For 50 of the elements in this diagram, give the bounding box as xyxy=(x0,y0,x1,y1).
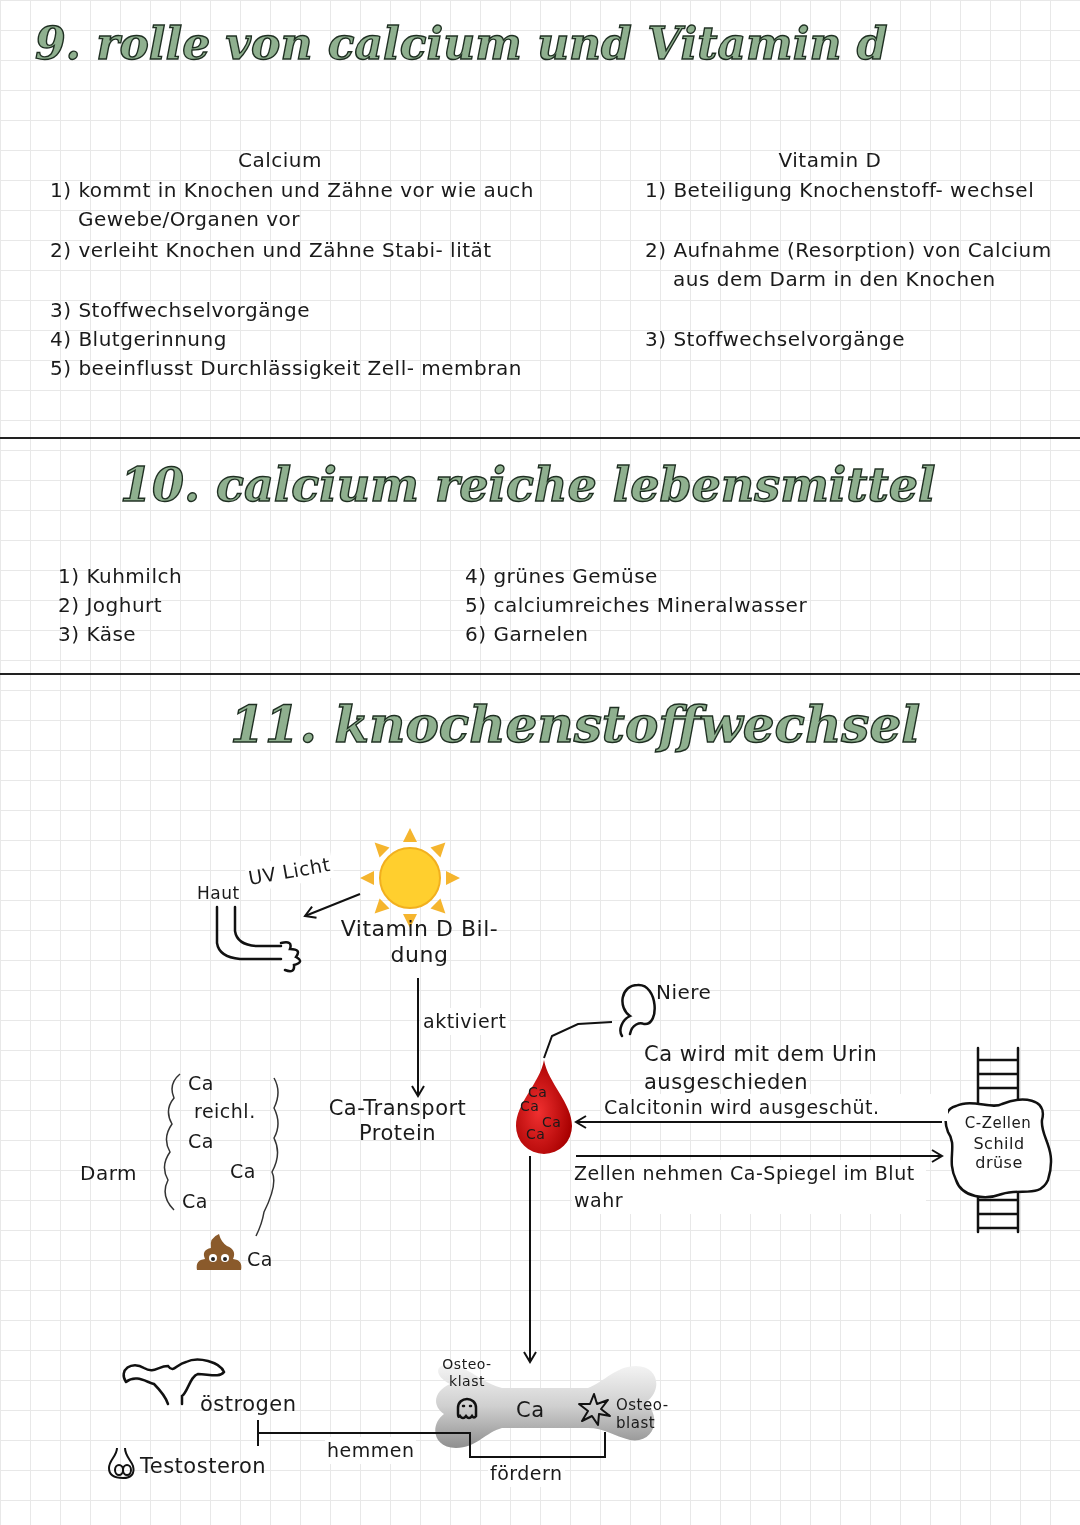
edge-label: hemmen xyxy=(325,1437,417,1464)
arrow xyxy=(575,1149,943,1163)
cell-label: C-Zellen xyxy=(963,1114,1033,1132)
list-item: 5) beeinflusst Durchlässigkeit Zell- membran xyxy=(50,355,523,382)
page-title: 9. rolle von calcium und Vitamin d xyxy=(35,18,888,69)
column-heading: Calcium xyxy=(237,147,323,174)
ion-label: Ca xyxy=(188,1072,215,1095)
cell-label: Osteo- klast xyxy=(441,1356,493,1390)
list-item: 2) verleiht Knochen und Zähne Stabi- lität xyxy=(50,237,493,264)
process-label: Vitamin D Bil- dung xyxy=(339,916,500,968)
list-item: 2) Aufnahme (Resorption) von Calcium aus dem Darm in den Knochen xyxy=(645,237,1053,293)
arrow xyxy=(304,893,361,919)
edge-label: Zellen nehmen Ca-Spiegel im Blut wahr xyxy=(572,1160,926,1214)
ion-label: reichl. xyxy=(194,1100,257,1123)
ion-label: Ca xyxy=(188,1130,215,1153)
process-label: Ca-Transport Protein xyxy=(327,1096,468,1146)
organ-label: Darm xyxy=(80,1160,138,1187)
arrow xyxy=(575,1115,943,1129)
hormone-label: Testosteron xyxy=(140,1454,268,1479)
section-heading: 11. knochenstoffwechsel xyxy=(230,695,921,754)
arrow xyxy=(523,1155,537,1363)
list-item: 6) Garnelen xyxy=(465,621,590,648)
ion-label: Ca xyxy=(230,1160,257,1183)
ion-label: Ca xyxy=(182,1190,209,1213)
ion-label: Ca xyxy=(520,1098,541,1115)
section-heading: 10. calcium reiche lebensmittel xyxy=(120,458,936,512)
list-item: 2) Joghurt xyxy=(58,592,164,619)
list-item: 1) Beteiligung Knochenstoff- wechsel xyxy=(645,177,1036,204)
arrow xyxy=(411,977,425,1097)
list-item: 1) kommt in Knochen und Zähne vor wie auch Gewebe/Organen vor xyxy=(50,177,535,233)
list-item: 3) Stoffwechselvorgänge xyxy=(50,297,312,324)
list-item: 4) grünes Gemüse xyxy=(465,563,659,590)
list-item: 3) Stoffwechselvorgänge xyxy=(645,326,907,353)
column-heading: Vitamin D xyxy=(777,147,883,174)
list-item: 5) calciumreiches Mineralwasser xyxy=(465,592,809,619)
list-item: 4) Blutgerinnung xyxy=(50,326,228,353)
ion-label: Ca xyxy=(247,1247,274,1272)
annotation-text: Ca wird mit dem Urin ausgeschieden xyxy=(644,1041,879,1096)
body-part-label: Haut xyxy=(197,883,241,903)
edge-label: Calcitonin wird ausgeschüt. xyxy=(602,1094,948,1121)
edge-label: aktiviert xyxy=(421,1008,509,1035)
list-item: 3) Käse xyxy=(58,621,138,648)
ion-label: Ca xyxy=(528,1084,549,1101)
hormone-label: östrogen xyxy=(200,1392,298,1417)
organ-label: Schild drüse xyxy=(972,1134,1026,1172)
organ-label: Niere xyxy=(656,980,713,1004)
list-item: 1) Kuhmilch xyxy=(58,563,184,590)
edge-label: fördern xyxy=(488,1460,565,1487)
cell-label: Osteo- blast xyxy=(616,1396,670,1432)
ion-label: Ca xyxy=(516,1398,546,1423)
